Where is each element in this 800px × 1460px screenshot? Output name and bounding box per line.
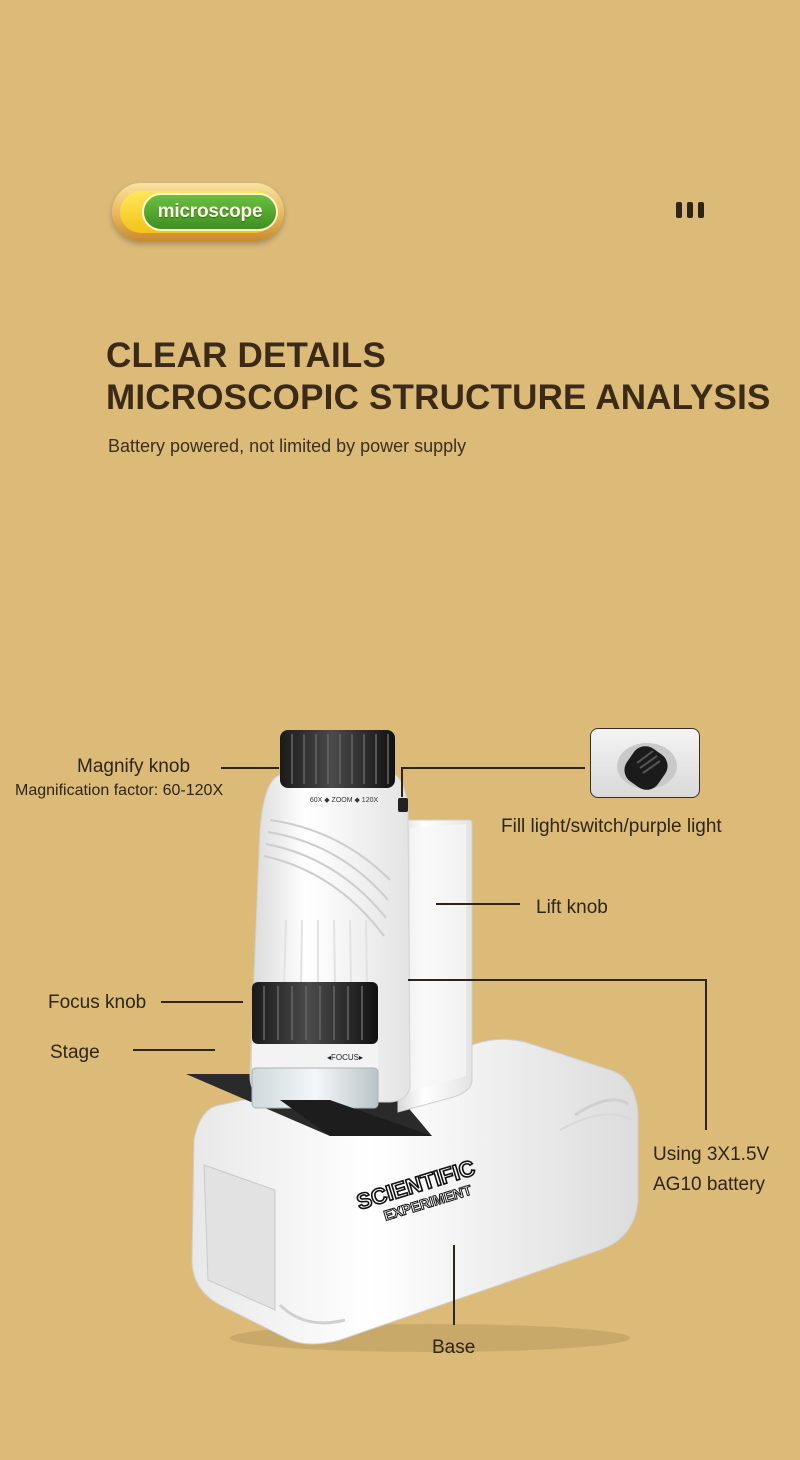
base-swoosh-right-2 [559, 1113, 633, 1131]
lift-knob-label: Lift knob [536, 897, 608, 918]
zoom-scale-marking: 60X ◆ ZOOM ◆ 120X [310, 797, 379, 804]
fill-light-label: Fill light/switch/purple light [501, 816, 722, 837]
base-swoosh-left [278, 1303, 346, 1325]
stage-leader [133, 1049, 215, 1051]
base-label: Base [432, 1337, 476, 1358]
headline-line-1: CLEAR DETAILS [106, 336, 387, 375]
focus-marking: ◂FOCUS▸ [327, 1053, 363, 1062]
focus-knob-leader [161, 1001, 243, 1003]
stage-label: Stage [50, 1042, 100, 1063]
fill-light-leader-v [401, 767, 403, 797]
battery-label-line-2: AG10 battery [653, 1174, 765, 1195]
battery-leader-v [705, 979, 707, 1130]
badge-label: microscope [157, 201, 263, 222]
focus-knob [252, 982, 378, 1044]
stage-slide-front [280, 1100, 432, 1136]
switch-closeup-icon [617, 743, 677, 790]
magnify-knob-label: Magnify knob [77, 756, 191, 777]
battery-leader-h [408, 979, 706, 981]
fill-light-leader-h [401, 767, 585, 769]
microscope-badge: microscope [112, 183, 284, 241]
headline-line-2: MICROSCOPIC STRUCTURE ANALYSIS [106, 378, 771, 417]
magnify-knob-leader [221, 767, 279, 769]
battery-label-line-1: Using 3X1.5V [653, 1144, 770, 1165]
badge-green-pill: microscope [142, 193, 278, 231]
microscope-illustration: SCIENTIFIC EXPERIMENT 60X ◆ ZOOM ◆ 120X [186, 730, 639, 1352]
subtitle: Battery powered, not limited by power su… [108, 436, 467, 456]
focus-knob-ridges [263, 986, 363, 1040]
fill-light-switch [398, 798, 408, 812]
base-leader [453, 1245, 455, 1325]
magnification-label: Magnification factor: 60-120X [15, 782, 224, 799]
focus-collar [252, 1044, 378, 1068]
base-swoosh-right [574, 1098, 629, 1117]
column-face [410, 824, 466, 1092]
tube-ribs [283, 919, 368, 986]
fill-light-switch-closeup [590, 728, 700, 798]
base-cavity [203, 1164, 276, 1311]
tube-grooves [263, 819, 391, 937]
menu-dots-icon[interactable] [676, 202, 704, 218]
magnify-knob-ridges [291, 734, 389, 784]
lift-knob-leader [436, 903, 520, 905]
magnify-knob [280, 730, 395, 788]
focus-knob-label: Focus knob [48, 992, 147, 1013]
